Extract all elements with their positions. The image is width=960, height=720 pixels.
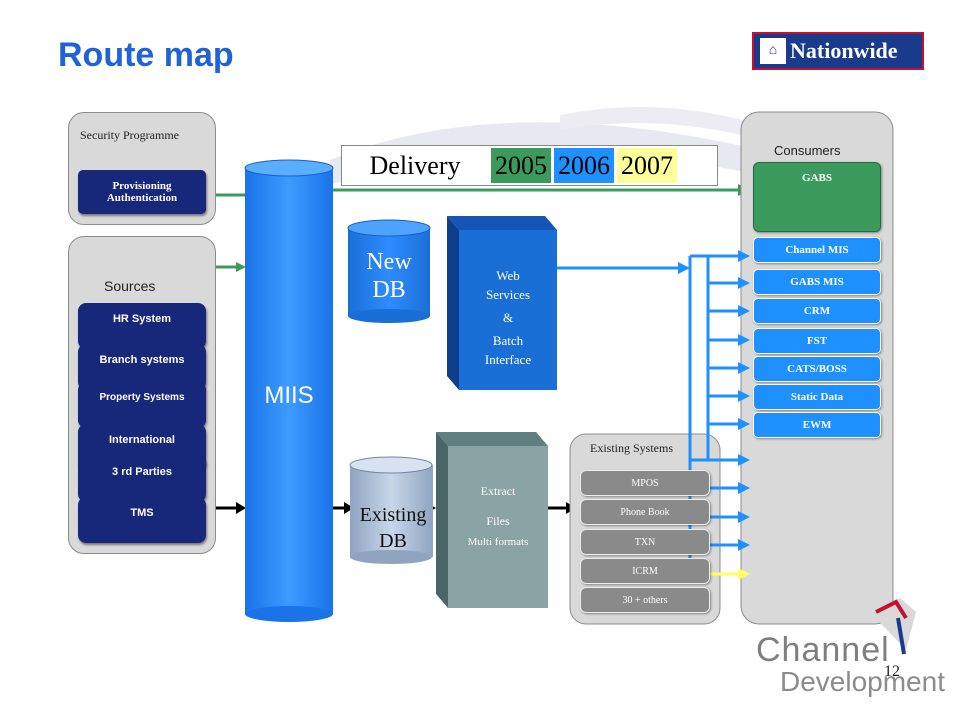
source-tms: TMS [78,497,206,543]
miis-label: MIIS [264,382,314,409]
house-logo-icon: ⌂ [760,38,786,64]
existing-system-icrm: ICRM [580,558,710,584]
consumer-cats-boss: CATS/BOSS [753,356,881,382]
new-db-cylinder [347,219,431,323]
consumer-label: CATS/BOSS [787,363,847,375]
source-hr-system: HR System [78,303,206,349]
extract-line: Extract [480,484,516,498]
extract-files-box [436,432,548,608]
blue-connector-bus [557,254,738,566]
web-services-line: Batch [492,333,524,348]
channel-development-brand: Channel Development [756,632,945,696]
consumer-gabs-label: GABS [802,172,832,184]
consumer-label: CRM [803,305,831,317]
extract-line: Multi formats [467,536,529,548]
consumer-label: EWM [802,419,832,431]
year-2005: 2005 [491,148,551,183]
sources-title: Sources [104,278,156,294]
existing-db-cylinder [349,456,433,564]
consumers-title: Consumers [774,143,841,158]
existing-db-line2: DB [379,530,407,552]
source-label: HR System [112,313,172,325]
page-number: 12 [884,663,900,680]
existing-system-txn: TXN [580,529,710,555]
existing-db-line1: Existing [359,504,427,526]
source-property-systems: Property Systems [78,382,206,428]
source-label: International [108,434,175,446]
year-2006: 2006 [554,148,614,183]
source-label: 3 rd Parties [112,466,172,478]
web-services-line: Interface [484,352,532,367]
consumer-channel-mis: Channel MIS [753,237,881,263]
web-services-box [447,216,557,390]
provisioning-authentication-label: Provisioning Authentication [106,180,178,204]
consumer-crm: CRM [753,298,881,324]
logo-text: Nationwide [790,38,898,63]
extract-files-label: Extract Files Multi formats [448,484,548,548]
web-services-line: & [502,310,514,325]
delivery-label: Delivery [369,150,461,180]
page-title: Route map [58,36,234,74]
consumer-fst: FST [753,328,881,354]
existing-system-label: MPOS [631,477,659,489]
consumer-ewm: EWM [753,412,881,438]
existing-system-label: 30 + others [622,594,668,606]
consumer-label: Static Data [790,391,844,403]
existing-systems-title: Existing Systems [590,441,674,455]
brand-line-development: Development [780,666,945,697]
source-label: TMS [130,507,154,519]
channel-development-emblem-icon [870,598,916,655]
consumer-gabs: GABS [753,162,881,232]
consumer-static-data: Static Data [753,384,881,410]
web-services-label: Web Services & Batch Interface [459,266,557,369]
year-2007: 2007 [617,148,677,183]
consumer-label: GABS MIS [790,276,844,288]
existing-system-others: 30 + others [580,587,710,613]
brand-line-channel: Channel [756,631,890,669]
source-3rd-parties: 3 rd Parties [78,456,206,502]
provisioning-authentication-box: Provisioning Authentication [78,170,206,214]
miis-cylinder [244,159,334,622]
consumer-gabs-mis: GABS MIS [753,269,881,295]
consumer-label: FST [806,335,828,347]
new-db-line1: New [366,249,412,275]
delivery-timeline: Delivery 2005 2006 2007 [341,145,718,186]
new-db-label: New DB [348,248,430,304]
source-label: Property Systems [99,392,185,403]
source-label: Branch systems [99,354,185,366]
web-services-line: Services [485,287,531,302]
existing-system-label: TXN [634,536,656,548]
existing-system-label: Phone Book [620,506,670,518]
existing-system-phone-book: Phone Book [580,499,710,525]
existing-db-label: Existing DB [348,502,438,554]
security-programme-title: Security Programme [80,128,179,142]
existing-system-label: ICRM [632,565,658,577]
extract-line: Files [486,514,510,528]
new-db-line2: DB [372,277,406,303]
blue-arrowheads [678,250,750,551]
existing-system-mpos: MPOS [580,470,710,496]
web-services-line: Web [496,268,520,283]
nationwide-logo: ⌂ Nationwide [752,32,924,70]
consumer-label: Channel MIS [785,244,849,256]
